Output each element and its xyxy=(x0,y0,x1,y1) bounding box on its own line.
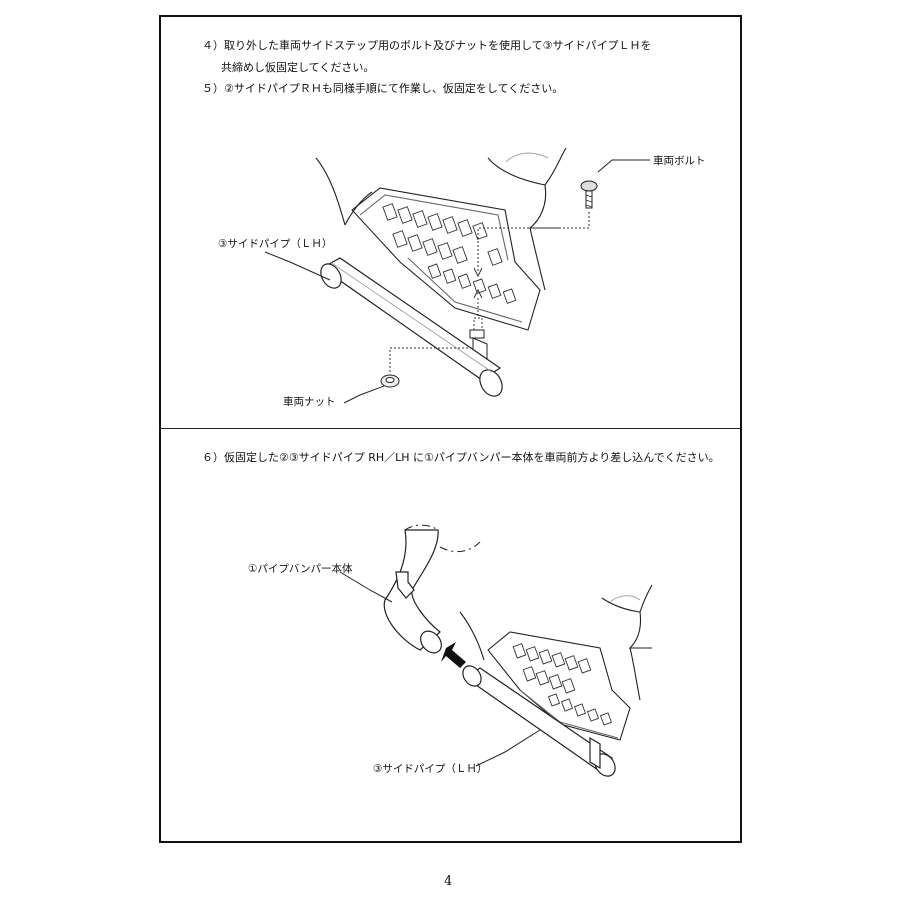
side-pipe-lh-label: ③サイドパイプ（ＬＨ） xyxy=(218,238,333,250)
section-divider xyxy=(159,428,742,429)
side-pipe-lh-label-2: ③サイドパイプ（ＬＨ） xyxy=(373,763,488,775)
vehicle-nut-label: 車両ナット xyxy=(283,396,336,408)
vehicle-bolt-label: 車両ボルト xyxy=(653,155,706,167)
step-4-line-1: ４）取り外した車両サイドステップ用のボルト及びナットを使用して③サイドパイプＬＨ… xyxy=(202,39,652,52)
page-number: 4 xyxy=(444,874,453,889)
step-5-text: ５）②サイドパイプＲＨも同様手順にて作業し、仮固定をしてください。 xyxy=(202,82,564,95)
page-frame xyxy=(159,15,742,843)
step-6-text: ６）仮固定した②③サイドパイプ RH／LH に①パイプバンパー本体を車両前方より… xyxy=(202,451,720,464)
pipe-bumper-body-label: ①パイプバンパー本体 xyxy=(248,563,353,575)
step-4-line-2: 共締めし仮固定してください。 xyxy=(221,61,375,74)
